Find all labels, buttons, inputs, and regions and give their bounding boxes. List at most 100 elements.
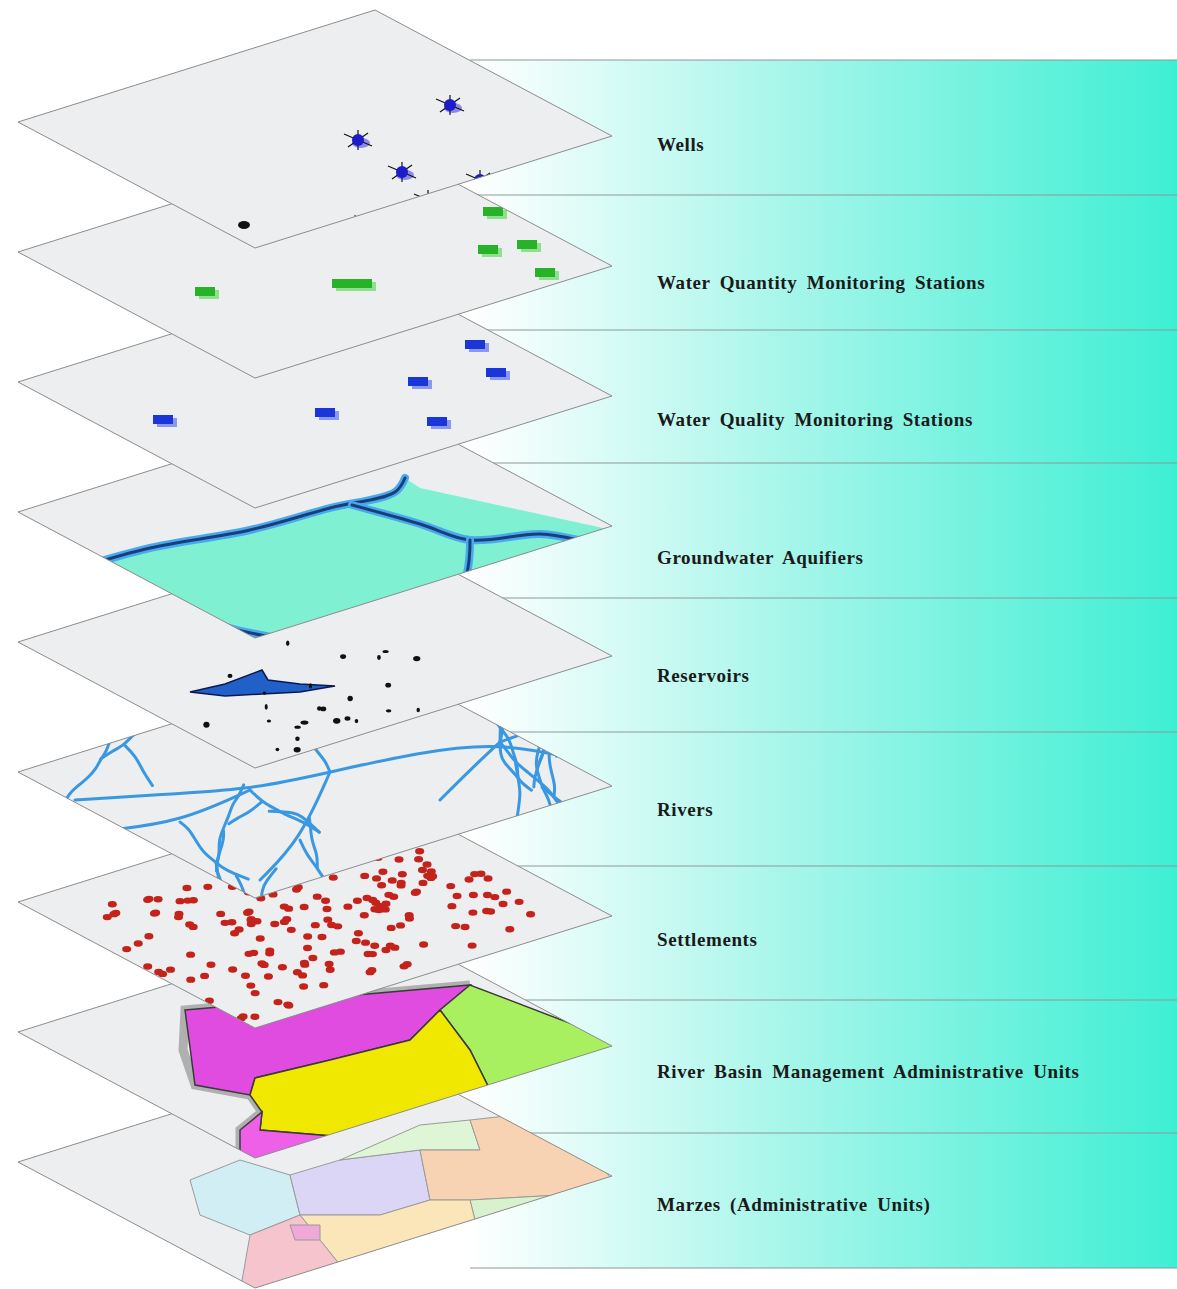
- settlement-dot: [319, 982, 328, 988]
- quantity-station-body: [477, 309, 497, 318]
- aquifer-boundary: [90, 578, 300, 642]
- layer-outline: [18, 10, 612, 248]
- band-separator: [470, 1000, 1177, 1001]
- settlement-dot: [398, 871, 407, 877]
- settlement-dot: [154, 896, 163, 902]
- quality-station-body: [408, 377, 428, 386]
- settlement-dot: [418, 880, 427, 886]
- reservoir-dot: [385, 765, 389, 768]
- quantity-station: [478, 245, 502, 257]
- settlement-dot: [343, 903, 352, 909]
- reservoir-dot: [333, 718, 340, 724]
- settlement-dot: [387, 925, 396, 931]
- reservoir-dot: [340, 654, 346, 659]
- reservoir-dot: [385, 683, 391, 688]
- quantity-station-body: [195, 287, 215, 296]
- layer-label: Groundwater Aquifiers: [657, 547, 863, 570]
- settlement-dot: [468, 942, 477, 948]
- settlement-dot: [446, 883, 455, 889]
- river-line: [217, 785, 244, 871]
- well-spoke: [344, 134, 372, 146]
- reservoir-dot: [355, 719, 359, 723]
- river-line: [527, 707, 566, 726]
- settlement-dot: [257, 960, 266, 966]
- settlement-dot: [176, 898, 185, 904]
- settlement-dot: [278, 964, 287, 970]
- layer-content: [85, 478, 612, 660]
- well-head: [444, 99, 456, 111]
- layer-label: Settlements: [657, 929, 758, 952]
- quantity-station-shadow: [481, 312, 501, 321]
- settlement-dot: [451, 923, 460, 929]
- settlement-dot: [502, 888, 511, 894]
- aquifer-boundary: [578, 540, 590, 560]
- settlement-dot: [247, 917, 256, 923]
- river-line: [201, 890, 220, 948]
- settlement-dot: [405, 915, 414, 921]
- band-separator: [470, 1268, 1177, 1269]
- settlement-dot: [461, 924, 470, 930]
- settlement-dot: [287, 927, 296, 933]
- settlement-dot: [150, 910, 159, 916]
- settlement-dot: [313, 893, 322, 899]
- quantity-station-body: [478, 245, 498, 254]
- river-line: [63, 806, 110, 830]
- aquifer-area: [85, 478, 612, 640]
- settlement-dot: [381, 906, 390, 912]
- settlement-dot: [221, 920, 230, 926]
- settlement-dot: [353, 898, 362, 904]
- layer-label: Water Quantity Monitoring Stations: [657, 272, 985, 295]
- quantity-station: [352, 279, 376, 291]
- aquifer-boundary-halo: [352, 505, 578, 540]
- settlement-dot: [308, 955, 317, 961]
- settlement-dot: [303, 945, 312, 951]
- quality-station: [315, 408, 339, 420]
- settlement-dot: [482, 908, 491, 914]
- reservoir-dot: [295, 736, 300, 741]
- settlement-dot: [247, 916, 256, 922]
- settlement-dot: [336, 948, 345, 954]
- well-head: [352, 134, 364, 146]
- settlement-dot: [189, 924, 198, 930]
- aquifer-boundary: [384, 540, 470, 624]
- reservoir-dot: [203, 722, 209, 728]
- river-line: [520, 703, 552, 735]
- settlement-dot: [371, 900, 380, 906]
- marz-region: [240, 1215, 340, 1289]
- settlement-dot: [370, 906, 379, 912]
- settlement-dot: [144, 933, 153, 939]
- quality-station: [465, 340, 489, 352]
- settlement-dot: [311, 922, 320, 928]
- layer-label: Marzes (Administrative Units): [657, 1194, 930, 1217]
- river-line: [180, 822, 248, 879]
- settlement-dot: [299, 983, 308, 989]
- river-line: [63, 806, 128, 863]
- settlement-dot: [321, 898, 330, 904]
- aquifer-boundary-halo: [90, 578, 300, 642]
- layer-content: [195, 207, 559, 321]
- river-line: [496, 698, 500, 742]
- aquifer-area: [150, 598, 300, 660]
- settlement-dot: [453, 893, 462, 899]
- river-line: [548, 677, 560, 720]
- settlement-dot: [228, 966, 237, 972]
- settlement-dot: [264, 973, 273, 979]
- settlement-dot: [134, 940, 143, 946]
- settlement-dot: [280, 919, 289, 925]
- quantity-station-body: [483, 207, 503, 216]
- river-line: [229, 802, 262, 824]
- settlement-dot: [239, 1013, 248, 1019]
- well-shadow: [474, 178, 492, 188]
- band-separator: [470, 598, 1177, 599]
- quantity-station-body: [535, 268, 555, 277]
- river-line: [512, 704, 520, 735]
- marz-region: [290, 1150, 430, 1215]
- settlement-dot: [490, 894, 499, 900]
- river-line: [93, 822, 141, 853]
- settlement-dot: [526, 911, 535, 917]
- quality-station: [486, 368, 510, 380]
- settlement-dot: [484, 875, 493, 881]
- reservoir-lake: [190, 670, 335, 696]
- river-line: [63, 730, 117, 806]
- settlement-dot: [244, 951, 253, 957]
